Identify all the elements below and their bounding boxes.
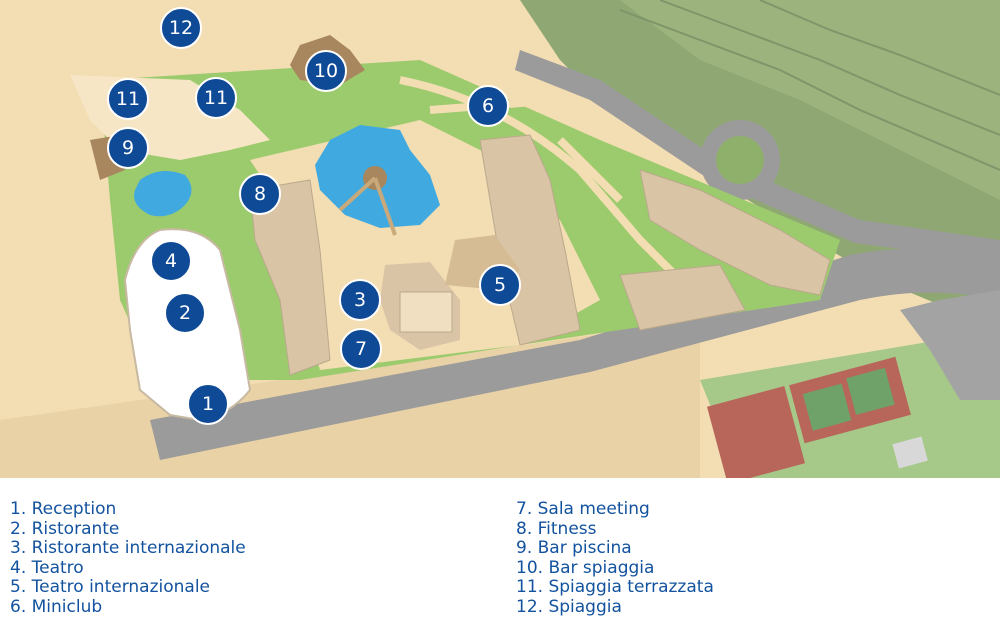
terrace-lines	[619, 0, 1000, 171]
marker-4[interactable]: 4	[150, 240, 192, 282]
legend-item: 3. Ristorante internazionale	[10, 538, 246, 559]
legend-item: 2. Ristorante	[10, 518, 120, 539]
marker-6-label: 6	[482, 95, 494, 117]
small-building	[892, 436, 928, 469]
road-right	[900, 290, 1000, 400]
legend-item: 4. Teatro	[10, 557, 84, 578]
building-meeting-hall	[399, 291, 453, 333]
marker-8-label: 8	[254, 183, 266, 205]
legend-column-right: 7. Sala meeting 8. Fitness 9. Bar piscin…	[516, 499, 714, 618]
marker-11-a[interactable]: 11	[107, 78, 149, 120]
marker-5[interactable]: 5	[479, 264, 521, 306]
marker-12[interactable]: 12	[160, 7, 202, 49]
marker-11-b-label: 11	[204, 87, 228, 109]
resort-map: 1 2 3 4 5 6 7 8 9 10 11 11 12	[0, 0, 1000, 478]
marker-5-label: 5	[494, 274, 506, 296]
marker-8[interactable]: 8	[239, 173, 281, 215]
marker-2-label: 2	[179, 302, 191, 324]
bridge-2	[373, 177, 397, 236]
legend-item: 12. Spiaggia	[516, 596, 622, 617]
marker-9[interactable]: 9	[107, 127, 149, 169]
building-fitness	[249, 179, 331, 376]
marker-7[interactable]: 7	[340, 328, 382, 370]
tennis-court-left	[707, 386, 805, 478]
marker-4-label: 4	[165, 250, 177, 272]
marker-11-a-label: 11	[116, 88, 140, 110]
legend-item: 6. Miniclub	[10, 596, 103, 617]
legend-item: 11. Spiaggia terrazzata	[516, 577, 714, 598]
legend-item: 9. Bar piscina	[516, 538, 632, 559]
building-east-long	[639, 169, 831, 296]
legend-item: 5. Teatro internazionale	[10, 577, 211, 598]
building-miniclub	[479, 134, 581, 346]
marker-1[interactable]: 1	[187, 383, 229, 425]
building-east	[619, 264, 746, 331]
hill-road	[515, 50, 1000, 262]
marker-3[interactable]: 3	[339, 279, 381, 321]
legend-item: 1. Reception	[10, 499, 117, 519]
legend-item: 7. Sala meeting	[516, 499, 650, 519]
legend-item: 8. Fitness	[516, 518, 597, 539]
marker-3-label: 3	[354, 289, 366, 311]
small-pool	[134, 171, 192, 217]
marker-11-b[interactable]: 11	[195, 77, 237, 119]
tennis-court-inner-2	[846, 367, 895, 415]
marker-1-label: 1	[202, 393, 214, 415]
hillside-terrace	[620, 0, 1000, 200]
legend-column-left: 1. Reception 2. Ristorante 3. Ristorante…	[10, 499, 246, 618]
marker-6[interactable]: 6	[467, 85, 509, 127]
marker-10[interactable]: 10	[305, 50, 347, 92]
marker-9-label: 9	[122, 137, 134, 159]
roundabout-center	[716, 136, 764, 184]
marker-2[interactable]: 2	[164, 292, 206, 334]
marker-12-label: 12	[169, 17, 193, 39]
marker-10-label: 10	[314, 60, 338, 82]
bridge-1	[338, 176, 377, 212]
legend-item: 10. Bar spiaggia	[516, 557, 655, 578]
map-legend: 1. Reception 2. Ristorante 3. Ristorante…	[0, 478, 1000, 625]
tennis-court-inner-1	[802, 383, 852, 431]
marker-7-label: 7	[355, 338, 367, 360]
